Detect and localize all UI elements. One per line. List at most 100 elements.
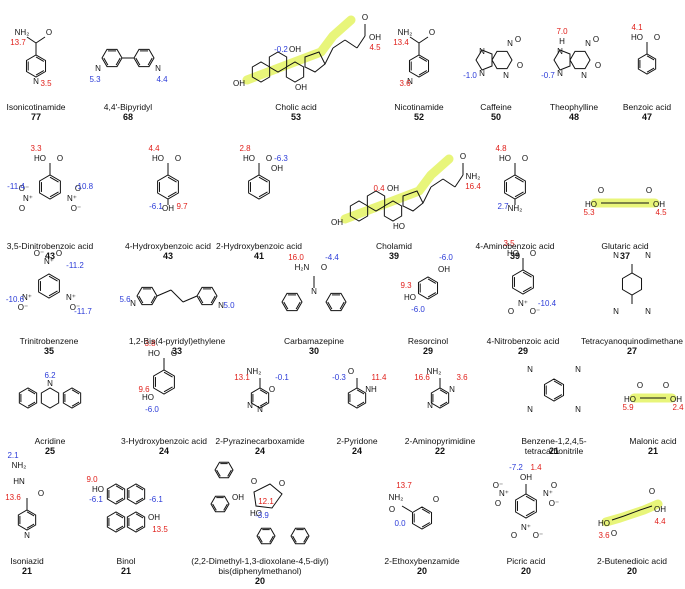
bond [49, 176, 59, 183]
ring [475, 49, 493, 71]
compound-number: 20 [520, 566, 531, 576]
bond [292, 535, 297, 543]
bond [227, 469, 232, 477]
atom-label: OH [232, 493, 244, 502]
charge-label: -6.1 [149, 495, 163, 504]
compound-name: 4-Hydroxybenzoic acid [125, 241, 211, 251]
ring [621, 272, 643, 296]
atom-label: N [557, 69, 563, 78]
compound-name: 2-Pyrazinecarboxamide [215, 436, 305, 446]
charge-label: -7.2 [509, 463, 523, 472]
compound-name: Isonicotinamide [6, 102, 66, 112]
ring [253, 483, 283, 509]
bond [48, 290, 58, 297]
ring [366, 190, 386, 212]
bond [115, 497, 124, 503]
bond [258, 176, 268, 183]
charge-label: 3.8 [144, 339, 156, 348]
atom-label: HO [243, 154, 255, 163]
atom-label: N⁺ [499, 489, 509, 498]
compound-name: Tetracyanoquinodimethane [580, 336, 684, 346]
bond [223, 503, 228, 511]
ring [402, 190, 424, 212]
compound-name: Trinitrobenzene [19, 336, 79, 346]
charge-label: 3.5 [503, 239, 515, 248]
charge-label: 13.5 [152, 525, 168, 534]
charge-label: 13.4 [393, 38, 409, 47]
ring [491, 50, 513, 70]
ring [196, 286, 218, 306]
atom-label: N [581, 71, 587, 80]
ring [290, 527, 310, 545]
bond [525, 495, 535, 502]
compound-number: 24 [351, 446, 362, 456]
atom-label: N [24, 531, 30, 540]
bond [103, 57, 109, 66]
atom-label: N [527, 405, 533, 414]
charge-label: 13.7 [10, 38, 26, 47]
bond [439, 389, 448, 395]
structure-19: N6.2 [18, 371, 82, 409]
atom-label: N [33, 77, 39, 86]
ring [543, 378, 565, 402]
bond [198, 295, 204, 304]
charge-label: -0.2 [274, 45, 288, 54]
compound-number: 29 [517, 346, 528, 356]
charge-label: 5.6 [119, 295, 131, 304]
structure-13: N⁺O⁻ON⁺N⁺O⁻O⁻-11.2-10.6-11.7 [6, 249, 92, 316]
atom-label: OH [369, 33, 381, 42]
atom-label: OH [289, 45, 301, 54]
bond [167, 191, 177, 198]
atom-label: N⁺ [66, 293, 76, 302]
atom-label: N [155, 64, 161, 73]
ring [268, 51, 288, 73]
bond [26, 511, 35, 517]
compound-number: 35 [43, 346, 54, 356]
ring [25, 54, 47, 78]
atom-label: O⁻ [34, 249, 44, 258]
charge-label: 3.3 [30, 144, 42, 153]
charge-label: 1.4 [530, 463, 542, 472]
atom-label: HO [152, 154, 164, 163]
charge-label: -6.3 [274, 154, 288, 163]
bond [170, 289, 184, 303]
bond [167, 176, 177, 183]
atom-label: O [530, 249, 536, 258]
compound-number: 53 [290, 112, 301, 122]
atom-label: HO [631, 33, 643, 42]
compound-number: 24 [254, 446, 265, 456]
compound-number: 25 [44, 446, 55, 456]
charge-label: -11.4 [7, 182, 25, 191]
bond [421, 522, 431, 528]
compound-number: 41 [253, 251, 264, 261]
atom-label: O⁻ [70, 303, 80, 312]
atom-label: HO [585, 200, 597, 209]
atom-label: OH [162, 204, 174, 213]
atom-label: O⁻ [533, 531, 543, 540]
compound-number: 43 [162, 251, 173, 261]
atom-label: O [266, 154, 272, 163]
ring [153, 369, 175, 395]
bond [514, 191, 524, 198]
charge-label: 9.7 [176, 202, 188, 211]
charge-label: 6.2 [44, 371, 56, 380]
atom-label: O [511, 531, 517, 540]
bond [71, 401, 80, 407]
bond [258, 535, 263, 543]
compound-name: Resorcinol [407, 336, 449, 346]
charge-label: 4.4 [148, 144, 160, 153]
compound-name: Carbamazepine [283, 336, 344, 346]
atom-label: N⁺ [22, 293, 32, 302]
charge-label: 3.6 [598, 531, 610, 540]
bond [182, 295, 198, 303]
compound-name: 2-Butenedioic acid [597, 556, 667, 566]
atom-label: O⁻ [530, 307, 540, 316]
bond [344, 39, 358, 49]
atom-label: OH [233, 79, 245, 88]
bond [27, 401, 36, 407]
bond [639, 505, 653, 511]
